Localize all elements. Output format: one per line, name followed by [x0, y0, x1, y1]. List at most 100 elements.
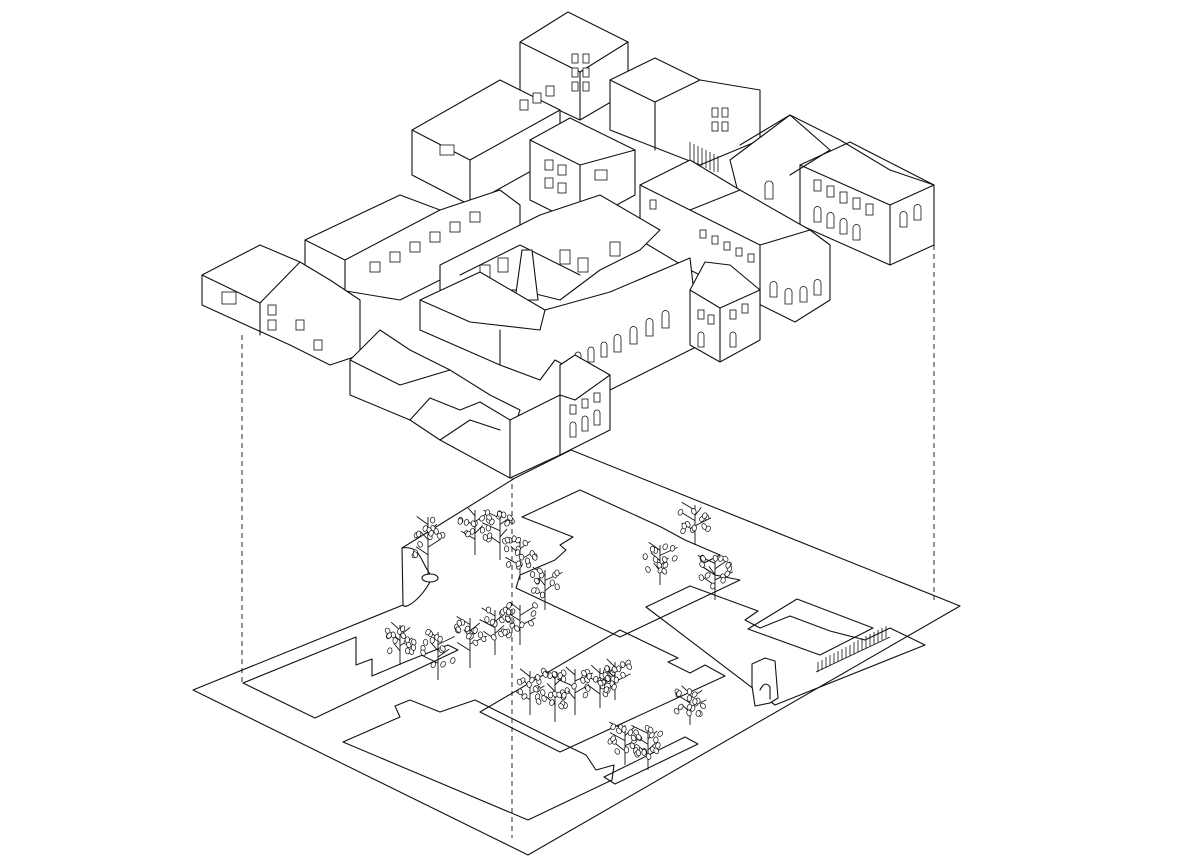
tree-leaf — [699, 561, 705, 568]
tree-leaf — [662, 562, 669, 569]
tree-leaf — [485, 606, 492, 614]
courtyard-block — [439, 194, 661, 301]
tree-leaf — [653, 747, 659, 755]
tree-leaf — [653, 736, 659, 744]
tree-leaf — [604, 665, 610, 672]
tree-leaf — [610, 723, 616, 731]
projection-lines — [241, 245, 935, 838]
plot-upper — [515, 489, 741, 638]
tree-leaf — [701, 523, 707, 530]
tree-leaf — [416, 530, 422, 538]
tree-leaf — [551, 671, 558, 678]
tree-leaf — [517, 688, 523, 696]
tree-leaf — [489, 618, 496, 626]
tree-leaf — [676, 690, 682, 697]
tree-leaf — [657, 730, 664, 737]
tree-leaf — [686, 703, 693, 711]
tree-leaf — [535, 674, 541, 681]
tree-leaf — [522, 539, 529, 547]
tree — [630, 725, 664, 770]
tree-leaf — [531, 554, 538, 561]
arch-gate — [751, 657, 779, 707]
tree-leaf — [514, 549, 521, 556]
tree — [642, 541, 678, 585]
ground-plane — [192, 449, 961, 856]
tree-leaf — [412, 551, 419, 558]
tree-leaf — [477, 631, 484, 639]
tree-leaf — [521, 693, 528, 700]
tree-leaf — [620, 661, 626, 668]
tree-leaf — [582, 691, 589, 699]
tree-leaf — [535, 698, 542, 705]
tree-leaf — [526, 681, 532, 688]
tree-leaf — [662, 543, 668, 550]
tree — [540, 670, 570, 722]
tree-leaf — [677, 703, 684, 711]
tree-leaf — [629, 742, 635, 750]
tree-leaf — [532, 686, 539, 693]
tree-leaf — [540, 689, 546, 696]
tree-leaf — [491, 634, 497, 641]
tree-leaf — [645, 566, 651, 573]
tree — [530, 566, 563, 610]
tree-leaf — [626, 663, 632, 670]
tree-leaf — [673, 708, 680, 715]
tree-leaf — [627, 729, 634, 736]
tree-leaf — [516, 678, 523, 686]
tree-leaf — [411, 638, 417, 646]
tree-leaf — [581, 670, 587, 677]
tree-leaf — [433, 527, 439, 535]
tree-leaf — [613, 676, 619, 684]
tree — [515, 667, 547, 715]
tree — [673, 685, 707, 725]
tree-leaf — [677, 509, 684, 516]
tree-leaf — [695, 710, 701, 717]
tree-leaf — [440, 661, 446, 668]
tree-leaf — [425, 628, 431, 636]
tree-leaf — [635, 734, 642, 741]
plot-left — [242, 636, 459, 719]
tree-leaf — [671, 555, 678, 562]
tree-leaf — [686, 688, 693, 695]
tree-leaf — [691, 508, 697, 515]
tree-leaf — [691, 524, 697, 532]
tree-leaf — [502, 629, 508, 636]
tree-leaf — [537, 567, 543, 574]
tree-leaf — [623, 746, 630, 754]
tree-leaf — [722, 555, 729, 562]
front-corner-building — [509, 354, 611, 479]
front-central-building — [419, 257, 701, 391]
tree-leaf — [528, 620, 534, 627]
tree-leaf — [465, 530, 471, 538]
tree-leaf — [501, 511, 507, 519]
tree-leaf — [515, 537, 522, 544]
tree-leaf — [506, 608, 512, 616]
tree-leaf — [604, 675, 611, 682]
tree-leaf — [531, 587, 537, 594]
tree-leaf — [514, 625, 520, 632]
tree-leaf — [548, 691, 554, 699]
fence — [815, 626, 891, 673]
tree-leaf — [457, 517, 463, 525]
tree-leaf — [530, 571, 536, 578]
tree-leaf — [455, 626, 462, 633]
tree-leaf — [392, 637, 398, 644]
building-massing — [201, 11, 935, 479]
tree-leaf — [542, 671, 549, 678]
tree-leaf — [439, 645, 446, 652]
tree — [457, 507, 492, 555]
tree-leaf — [504, 520, 511, 527]
tree-leaf — [515, 560, 521, 568]
tree-leaf — [420, 649, 426, 656]
tree — [557, 666, 593, 715]
tree-leaf — [450, 657, 456, 664]
tree-leaf — [611, 683, 617, 691]
tree-leaf — [504, 545, 510, 553]
tree-leaf — [621, 726, 627, 733]
tree-leaf — [430, 661, 437, 669]
tree-leaf — [614, 748, 621, 755]
tree-leaf — [724, 570, 731, 578]
tree-leaf — [482, 534, 488, 541]
